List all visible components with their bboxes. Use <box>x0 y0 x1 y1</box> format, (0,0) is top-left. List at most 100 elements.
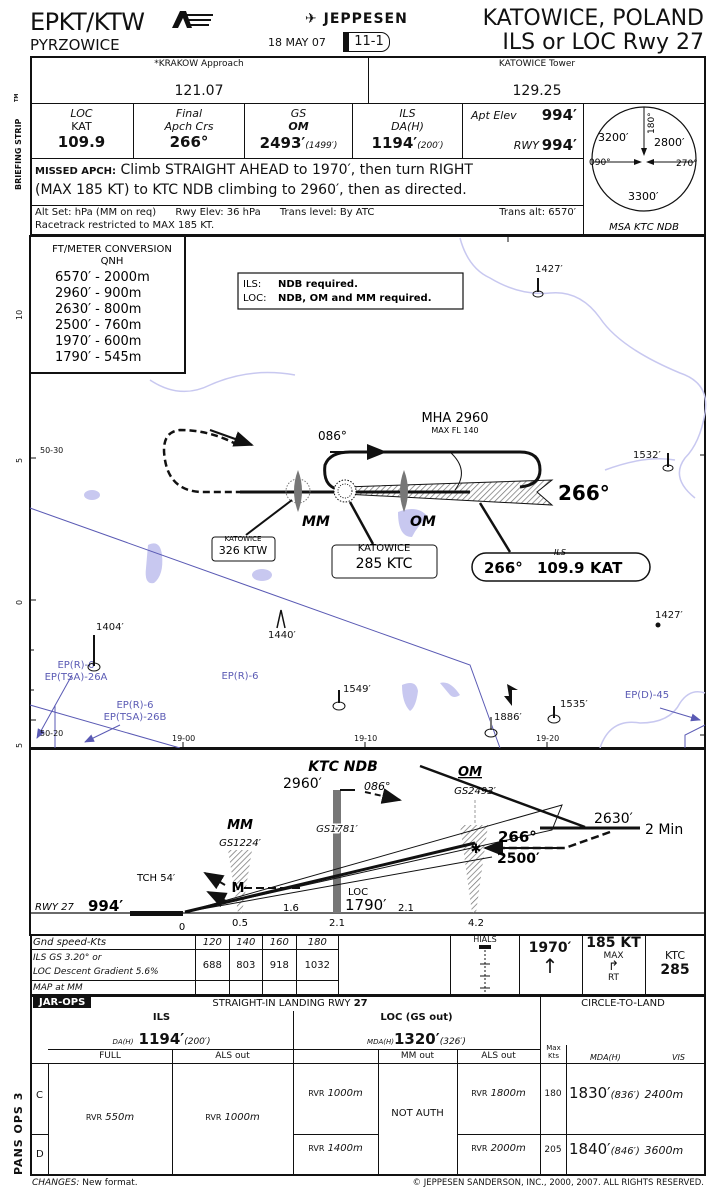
loc-d-rvr: RVR 1400m <box>293 1143 378 1154</box>
ndb-fix-bar <box>333 790 341 913</box>
msa-bearing-270: 270° <box>676 159 698 169</box>
conversion-title: FT/METER CONVERSION <box>52 244 172 255</box>
gs-altitude: 2493′ <box>259 134 306 152</box>
circling-vis: 3600m <box>644 1144 684 1157</box>
loc-c-rvr: RVR 1000m <box>293 1088 378 1099</box>
comm-freq[interactable]: 121.07 <box>174 83 224 99</box>
airspace-label: EP(TSA)-26B <box>104 712 167 723</box>
hials-cell: HIALS <box>450 935 520 995</box>
requirements-note <box>237 272 464 310</box>
ils-box-ident: KAT <box>590 559 623 577</box>
glide-path <box>184 841 476 914</box>
ils-da-value: 1194′ <box>138 1030 185 1048</box>
circling-c: 1830′(836′) 2400m <box>569 1084 683 1102</box>
gs-om-label: OM <box>288 120 309 133</box>
profile-mm-symbol: M <box>232 881 245 896</box>
airport-ident: EPKT/KTW <box>30 8 145 36</box>
rwy-elev-label: RWY <box>513 139 539 152</box>
col-mm-out: MM out <box>400 1051 435 1061</box>
mm-cone <box>228 850 252 913</box>
msa-sector-s: 3300′ <box>628 190 659 203</box>
gs-height: (1499′) <box>305 141 338 151</box>
ktw-ndb-box[interactable] <box>211 536 276 562</box>
holding-pattern <box>323 450 542 492</box>
da-label: DA(H) <box>391 120 424 133</box>
terrain-peak-icon <box>276 609 286 629</box>
mda-label: MDA(H) <box>367 1038 394 1046</box>
map-label: MAP at MM <box>30 980 196 995</box>
circling-d: 1840′(846′) 3600m <box>569 1140 683 1158</box>
obstacle-elevation: 1440′ <box>268 630 296 641</box>
gs-angle-label: ILS GS 3.20° or <box>33 953 102 963</box>
gnd-speed-label: Gnd speed-Kts <box>30 935 196 950</box>
profile-rwy-elev: 994′ <box>88 897 123 915</box>
rivers <box>149 237 707 749</box>
ktw-name: KATOWICE <box>225 535 262 543</box>
racetrack-note: Racetrack restricted to MAX 185 KT. <box>35 220 215 231</box>
alt-settings-row: Alt Set: hPa (MM on req) Rwy Elev: 36 hP… <box>35 207 580 218</box>
ils-title: ILS <box>152 1012 171 1023</box>
missed-line-1: Climb STRAIGHT AHEAD to 1970′, then turn… <box>120 162 473 178</box>
ktc-ident: 285 KTC <box>356 556 413 572</box>
lon-label: 19-00 <box>172 734 195 743</box>
msa-label: MSA KTC NDB <box>609 222 679 233</box>
conversion-row: 2500′ - 760m <box>55 318 141 333</box>
loc-cell: LOC KAT 109.9 <box>30 103 134 158</box>
ils-box-label: ILS <box>554 548 566 557</box>
final-label-2: Apch Crs <box>164 120 214 133</box>
conversion-box <box>29 235 186 374</box>
hials-label: HIALS <box>473 935 497 944</box>
obstacle-elevation: 1549′ <box>343 684 371 695</box>
obstacle-icon <box>87 635 101 672</box>
rvr-value: 1800m <box>490 1088 526 1099</box>
straight-in-label: STRAIGHT-IN LANDING RWY <box>212 998 351 1009</box>
ils-box-course: 266° <box>484 559 523 577</box>
profile-loc: LOC <box>348 887 368 898</box>
descent-rate: 803 <box>228 949 264 981</box>
gs-cell: GS OM 2493′(1499′) <box>245 103 353 158</box>
obstacle-elevation: 1535′ <box>560 699 588 710</box>
rvr-label: RVR <box>471 1144 488 1153</box>
profile-rwy-label: RWY 27 <box>35 902 74 913</box>
changes-text: New format. <box>82 1178 138 1188</box>
obstacle-elevation: 1427′ <box>535 264 563 275</box>
loc-mdh-value: (326′) <box>439 1037 466 1047</box>
profile-alt-2500: 2500′ <box>497 851 540 867</box>
comm-name: *KRAKOW Approach <box>154 59 244 69</box>
max-label: MAX <box>603 951 624 961</box>
comm-freq[interactable]: 129.25 <box>512 83 562 99</box>
airspace-label: EP(R)-6 <box>221 671 258 682</box>
req-loc-label: LOC: <box>243 293 266 304</box>
ils-frequency-box[interactable] <box>471 552 651 582</box>
profile-gs-mm: GS1224′ <box>219 838 262 849</box>
col-full: FULL <box>99 1051 121 1061</box>
ils-box-freq: 109.9 <box>537 559 584 577</box>
profile-crs-086: 086° <box>364 780 391 793</box>
apt-elev: 994′ <box>541 106 577 124</box>
elevation-cell: Apt Elev 994′ RWY 994′ <box>463 103 583 158</box>
rvr-value: 550m <box>105 1112 135 1123</box>
max-kts-c: 180 <box>544 1089 562 1099</box>
req-loc-text: NDB, OM and MM required. <box>278 293 432 304</box>
lon-label: 19-10 <box>354 734 377 743</box>
ktc-ndb-box[interactable] <box>331 544 438 579</box>
profile-om: OM <box>458 765 482 780</box>
obstacle-elevation: 1886′ <box>494 712 522 723</box>
outbound-track <box>419 764 586 829</box>
descent-rate: 918 <box>262 949 297 981</box>
changes-note: CHANGES: New format. <box>32 1178 138 1188</box>
col-loc-als-out: ALS out <box>481 1051 516 1061</box>
climb-altitude: 1970′ <box>528 940 572 956</box>
chart-date: 18 MAY 07 <box>268 36 326 49</box>
max-fl-label: MAX FL 140 <box>431 426 478 435</box>
climb-cell: 1970′ ↑ <box>518 935 583 995</box>
straight-in-title: STRAIGHT-IN LANDING RWY 27 <box>120 998 460 1009</box>
water-bodies <box>84 490 460 711</box>
airline-logo-icon <box>172 11 213 28</box>
profile-tch: TCH 54′ <box>136 873 176 884</box>
conversion-row: 2960′ - 900m <box>55 286 141 301</box>
jeppesen-logo-icon: ✈ <box>305 11 324 27</box>
profile-seg-21: 2.1 <box>398 903 414 914</box>
profile-alt-1790: 1790′ <box>345 896 387 914</box>
conversion-subtitle: QNH <box>101 256 124 267</box>
